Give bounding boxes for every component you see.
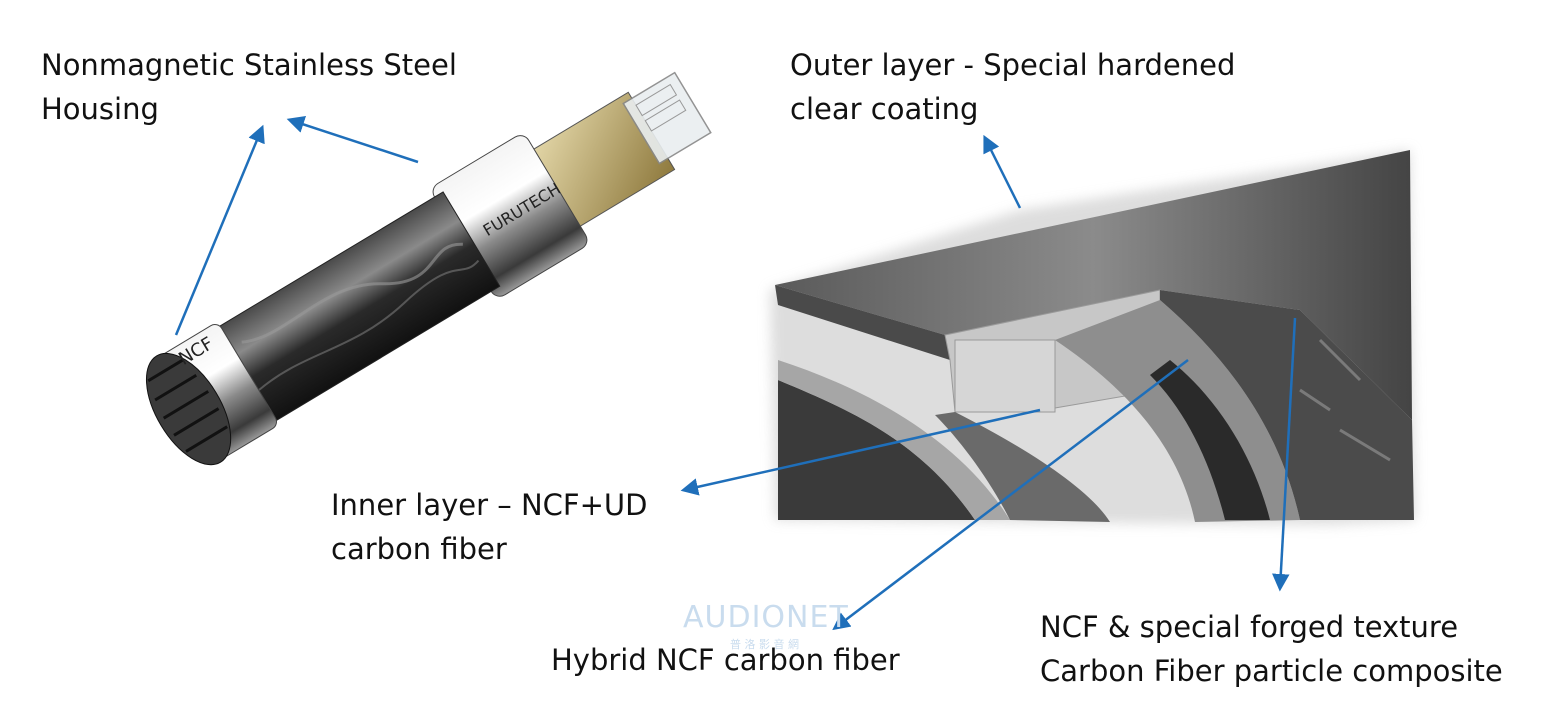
arrow-forged <box>1272 317 1297 592</box>
arrow-housing-2 <box>174 124 265 336</box>
outer-layer-top-surface <box>775 150 1412 420</box>
label-inner-line1: Inner layer – NCF+UD <box>331 488 648 522</box>
label-housing-line1: Nonmagnetic Stainless Steel <box>41 48 457 82</box>
arrow-housing-1 <box>286 116 419 164</box>
carbon-layer-cross-section <box>770 150 1415 525</box>
label-housing-line2: Housing <box>41 92 159 126</box>
label-forged-line1: NCF & special forged texture <box>1040 610 1459 644</box>
label-forged-line2: Carbon Fiber particle composite <box>1040 654 1503 688</box>
label-outer-layer: Outer layer - Special hardened clear coa… <box>790 43 1235 131</box>
watermark-main: AUDIONET <box>683 600 849 635</box>
plug-clear-tip <box>622 71 712 165</box>
label-outer-line1: Outer layer - Special hardened <box>790 48 1236 82</box>
callout-arrows <box>174 116 1297 631</box>
forged-texture-region <box>1160 290 1414 520</box>
label-outer-line2: clear coating <box>790 92 979 126</box>
arrow-outer <box>983 134 1022 209</box>
label-inner-layer: Inner layer – NCF+UD carbon fiber <box>331 483 647 571</box>
label-hybrid-line1: Hybrid NCF carbon fiber <box>551 643 900 677</box>
label-forged: NCF & special forged texture Carbon Fibe… <box>1040 605 1503 693</box>
arrow-hybrid <box>832 359 1189 631</box>
label-housing: Nonmagnetic Stainless Steel Housing <box>41 43 457 131</box>
arrow-inner <box>680 408 1041 496</box>
label-hybrid: Hybrid NCF carbon fiber <box>551 638 900 682</box>
rj45-connector-illustration: FURUTECH NCF <box>145 71 712 466</box>
label-inner-line2: carbon fiber <box>331 532 507 566</box>
watermark-sub: 普 洛 影 音 網 <box>730 638 799 651</box>
